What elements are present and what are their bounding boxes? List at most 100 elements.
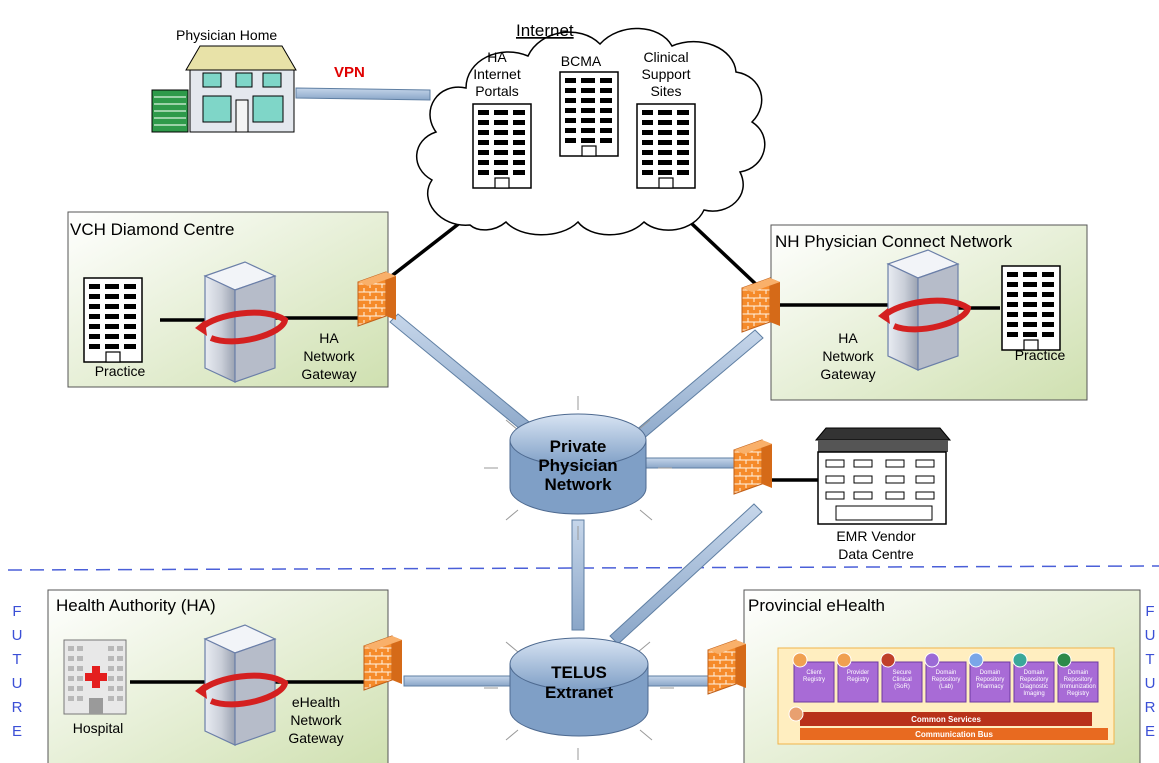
ha-gateway-line1: eHealth xyxy=(292,694,340,710)
ehealth-module-5-icon xyxy=(968,652,984,668)
nh-gateway-line3: Gateway xyxy=(820,366,875,382)
ehealth-module-4-label-3: (Lab) xyxy=(939,684,953,690)
ha-gateway-line2: Network xyxy=(290,712,342,728)
ehealth-module-4 xyxy=(925,661,967,703)
ha-firewall-icon xyxy=(363,635,403,691)
ehealth-module-7-label-1: Domain xyxy=(1068,670,1089,676)
ehealth-module-2 xyxy=(837,661,879,703)
vch-gateway-line1: HA xyxy=(319,330,339,346)
ehealth-module-6-label-3: Diagnostic xyxy=(1020,684,1048,690)
future-label-right: F U T U R E xyxy=(1145,603,1156,740)
communication-bus-bar xyxy=(800,728,1108,740)
ehealth-module-4-label-1: Domain xyxy=(936,670,957,676)
common-services-label: Common Services xyxy=(911,715,981,724)
ehealth-module-5-label-2: Repository xyxy=(976,677,1005,683)
clinical-support-line1: Clinical xyxy=(643,49,688,65)
ppn-line2: Physician xyxy=(538,456,617,475)
ha-gateway-line3: Gateway xyxy=(288,730,343,746)
bcma-building-icon xyxy=(559,71,619,157)
ehealth-module-4-icon xyxy=(924,652,940,668)
ehealth-module-1 xyxy=(793,661,835,703)
ha-portals-line2: Internet xyxy=(473,66,521,82)
ehealth-module-2-label-2: Registry xyxy=(847,677,869,683)
common-services-bar xyxy=(800,712,1092,726)
future-left-5: R xyxy=(12,699,23,716)
house-icon xyxy=(151,45,297,133)
ehealth-module-3-label-3: (SoR) xyxy=(894,684,910,690)
vch-gateway-line3: Gateway xyxy=(301,366,356,382)
ppn-node: Private Physician Network xyxy=(484,396,672,540)
ha-portals-line1: HA xyxy=(487,49,507,65)
vch-title: VCH Diamond Centre xyxy=(70,220,234,239)
telus-line1: TELUS xyxy=(551,663,607,682)
ha-gateway-label: eHealth Network Gateway xyxy=(288,694,343,746)
vch-firewall-icon xyxy=(357,271,397,327)
vch-practice-building-icon xyxy=(83,277,143,363)
ha-portals-label: HA Internet Portals xyxy=(473,49,521,99)
nh-gateway-server-icon xyxy=(878,250,968,370)
emr-firewall-icon xyxy=(733,439,773,495)
ehealth-module-6-label-4: Imaging xyxy=(1023,691,1044,697)
clinical-support-label: Clinical Support Sites xyxy=(641,49,690,99)
future-right-4: U xyxy=(1145,675,1156,692)
future-left-6: E xyxy=(12,723,22,740)
bus-endpoint-icon xyxy=(788,706,804,722)
ehealth-module-3-icon xyxy=(880,652,896,668)
nh-practice-label: Practice xyxy=(1015,347,1066,363)
hospital-icon xyxy=(63,639,127,715)
ha-portals-line3: Portals xyxy=(475,83,519,99)
emr-datacentre-icon xyxy=(814,427,952,525)
nh-gateway-label: HA Network Gateway xyxy=(820,330,875,382)
ehealth-module-7-label-3: Immunization xyxy=(1060,684,1096,690)
ehealth-module-7-icon xyxy=(1056,652,1072,668)
clinical-support-building-icon xyxy=(636,103,696,189)
clinical-support-line2: Support xyxy=(641,66,690,82)
future-right-6: E xyxy=(1145,723,1155,740)
emr-line1: EMR Vendor xyxy=(836,528,916,544)
ehealth-architecture-graphic: ClientRegistryProviderRegistrySecureClin… xyxy=(777,647,1115,745)
provincial-title: Provincial eHealth xyxy=(748,596,885,615)
telus-node: TELUS Extranet xyxy=(484,637,674,760)
ehealth-module-3-label-1: Secure xyxy=(892,670,912,676)
ehealth-module-3 xyxy=(881,661,923,703)
ehealth-module-1-icon xyxy=(792,652,808,668)
ehealth-module-6-icon xyxy=(1012,652,1028,668)
ha-gateway-server-icon xyxy=(195,625,285,745)
ehealth-module-2-label-1: Provider xyxy=(847,670,869,676)
vch-gateway-server-icon xyxy=(195,262,285,382)
vch-practice-label: Practice xyxy=(95,363,146,379)
bcma-label: BCMA xyxy=(561,53,602,69)
clinical-support-line3: Sites xyxy=(650,83,681,99)
ehealth-module-2-icon xyxy=(836,652,852,668)
nh-gateway-line1: HA xyxy=(838,330,858,346)
ehealth-module-5 xyxy=(969,661,1011,703)
future-left-4: U xyxy=(12,675,23,692)
ehealth-module-5-label-1: Domain xyxy=(980,670,1001,676)
pipes xyxy=(295,87,764,687)
ehealth-module-6 xyxy=(1013,661,1055,703)
future-left-1: F xyxy=(12,603,21,620)
ehealth-module-6-label-2: Repository xyxy=(1020,677,1049,683)
future-right-3: T xyxy=(1145,651,1154,668)
ha-portals-building-icon xyxy=(472,103,532,189)
nh-gateway-line2: Network xyxy=(822,348,874,364)
future-left-2: U xyxy=(12,627,23,644)
ppn-line1: Private xyxy=(550,437,607,456)
ehealth-module-6-label-1: Domain xyxy=(1024,670,1045,676)
internet-title: Internet xyxy=(516,21,574,40)
future-label-left: F U T U R E xyxy=(12,603,23,740)
emr-line2: Data Centre xyxy=(838,546,914,562)
ppn-line3: Network xyxy=(544,475,612,494)
hospital-label: Hospital xyxy=(73,720,124,736)
physician-home-label: Physician Home xyxy=(176,27,277,43)
ha-title: Health Authority (HA) xyxy=(56,596,216,615)
ehealth-module-3-label-2: Clinical xyxy=(892,677,911,683)
ehealth-module-7-label-2: Repository xyxy=(1064,677,1093,683)
nh-practice-building-icon xyxy=(1001,265,1061,351)
ehealth-module-1-label-2: Registry xyxy=(803,677,825,683)
future-right-1: F xyxy=(1145,603,1154,620)
communication-bus-label: Communication Bus xyxy=(915,730,993,739)
ehealth-module-5-label-3: Pharmacy xyxy=(976,684,1003,690)
provincial-firewall-icon xyxy=(707,639,747,695)
